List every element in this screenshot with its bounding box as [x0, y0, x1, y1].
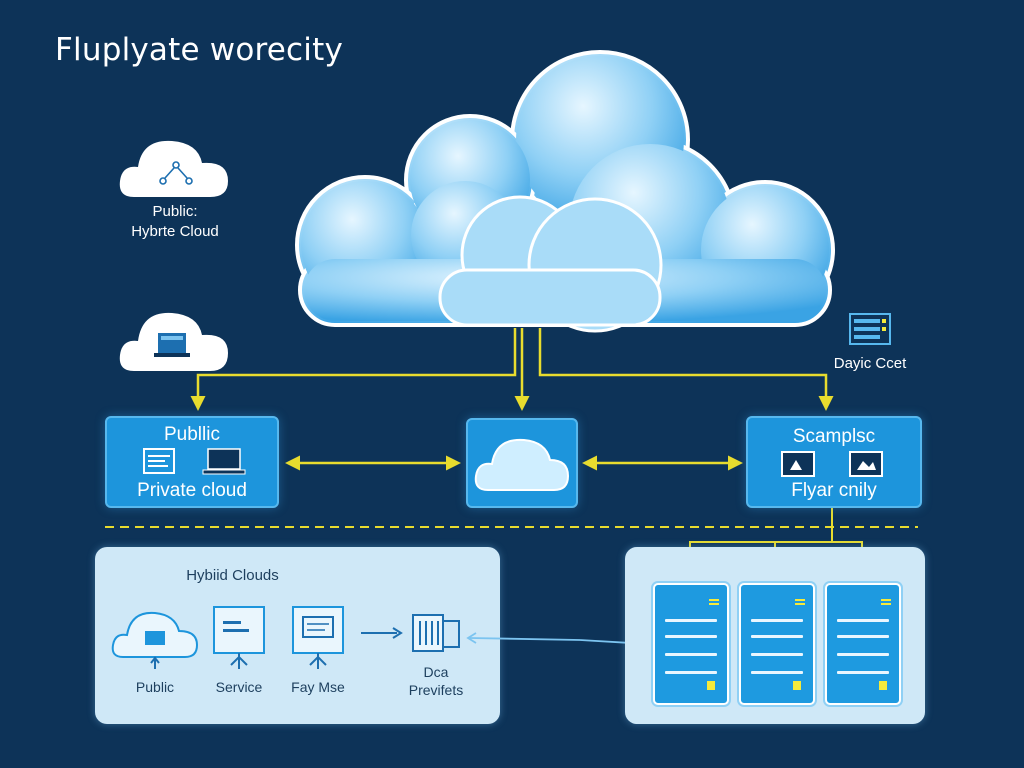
image-icon	[781, 451, 815, 477]
hybrid-clouds-panel: Hybiid Clouds Public Service Fay Mse	[95, 547, 500, 724]
server-unit[interactable]	[739, 583, 815, 705]
public-hybrid-cloud-icon	[119, 140, 228, 197]
private-cloud-box-subtitle: Private cloud	[137, 480, 247, 501]
arrow-right-icon	[361, 627, 403, 639]
monitor-icon	[213, 606, 265, 669]
server-unit[interactable]	[653, 583, 729, 705]
image-icon	[849, 451, 883, 477]
hybrid-clouds-title: Hybiid Clouds	[186, 567, 279, 584]
data-label-line1: Dca	[423, 664, 449, 680]
diagram-title: Fluplyate worecity	[55, 32, 344, 68]
cloud-icon	[474, 438, 570, 491]
center-cloud-box[interactable]	[466, 418, 578, 508]
data-label-line2: Previfets	[408, 682, 464, 698]
private-cloud-box-title: Publlic	[164, 424, 220, 445]
hybrid-item-public-label: Public	[135, 679, 175, 695]
hybrid-item-service-label: Service	[215, 679, 263, 695]
server-panel	[625, 547, 925, 724]
hybrid-item-faymse-label: Fay Mse	[291, 679, 345, 695]
public-hybrid-label-line2: Hybrte Cloud	[131, 223, 219, 240]
public-hybrid-label-line1: Public:	[152, 203, 198, 220]
server-unit[interactable]	[825, 583, 901, 705]
device-cloud-icon	[119, 312, 228, 371]
monitor-icon	[292, 606, 344, 669]
scamplsc-box-title: Scamplsc	[792, 426, 876, 447]
scamplsc-box-subtitle: Flyar cnily	[791, 480, 877, 501]
dayic-label: Dayic Ccet	[833, 355, 907, 372]
folder-cloud-icon	[111, 611, 199, 669]
data-grid-icon	[412, 614, 460, 652]
private-cloud-box[interactable]: Publlic Private cloud	[105, 416, 279, 508]
laptop-icon	[202, 448, 246, 475]
main-cloud-icon	[295, 50, 835, 333]
server-rack-icon	[849, 313, 891, 345]
scamplsc-box[interactable]: Scamplsc Flyar cnily	[746, 416, 922, 508]
document-icon	[143, 448, 175, 474]
